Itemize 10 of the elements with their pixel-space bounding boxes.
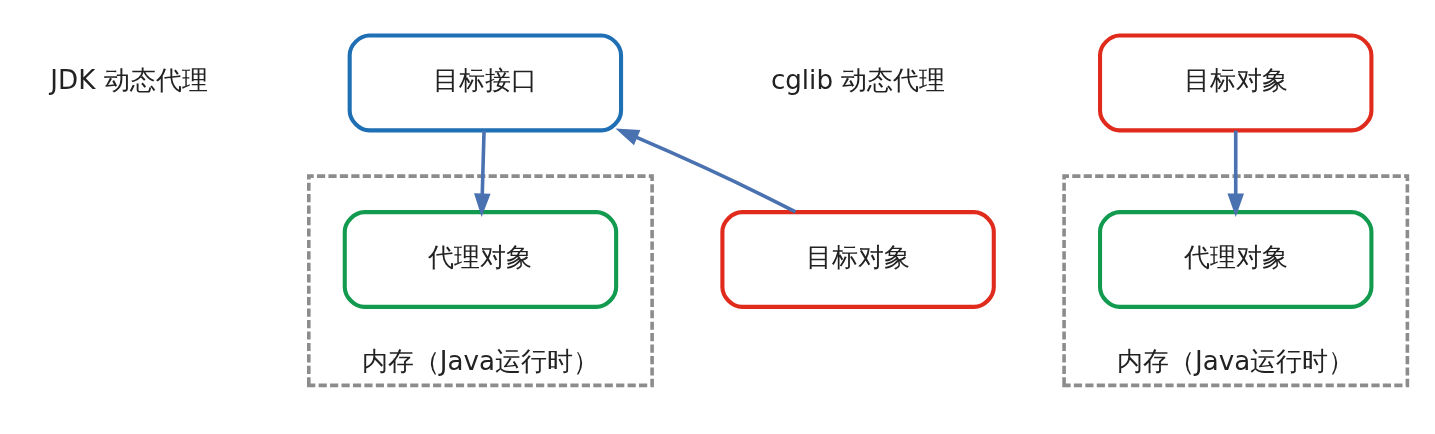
- node-box: 目标对象: [1098, 33, 1374, 133]
- node-box: 代理对象: [342, 210, 619, 309]
- arrow: [474, 130, 491, 218]
- node-box: 代理对象: [1098, 210, 1374, 309]
- node-box: 目标接口: [347, 33, 624, 133]
- arrow: [615, 128, 797, 214]
- label: JDK 动态代理: [50, 65, 208, 96]
- label: cglib 动态代理: [770, 65, 946, 96]
- node-box: 目标对象: [720, 210, 996, 309]
- arrow: [1227, 130, 1244, 218]
